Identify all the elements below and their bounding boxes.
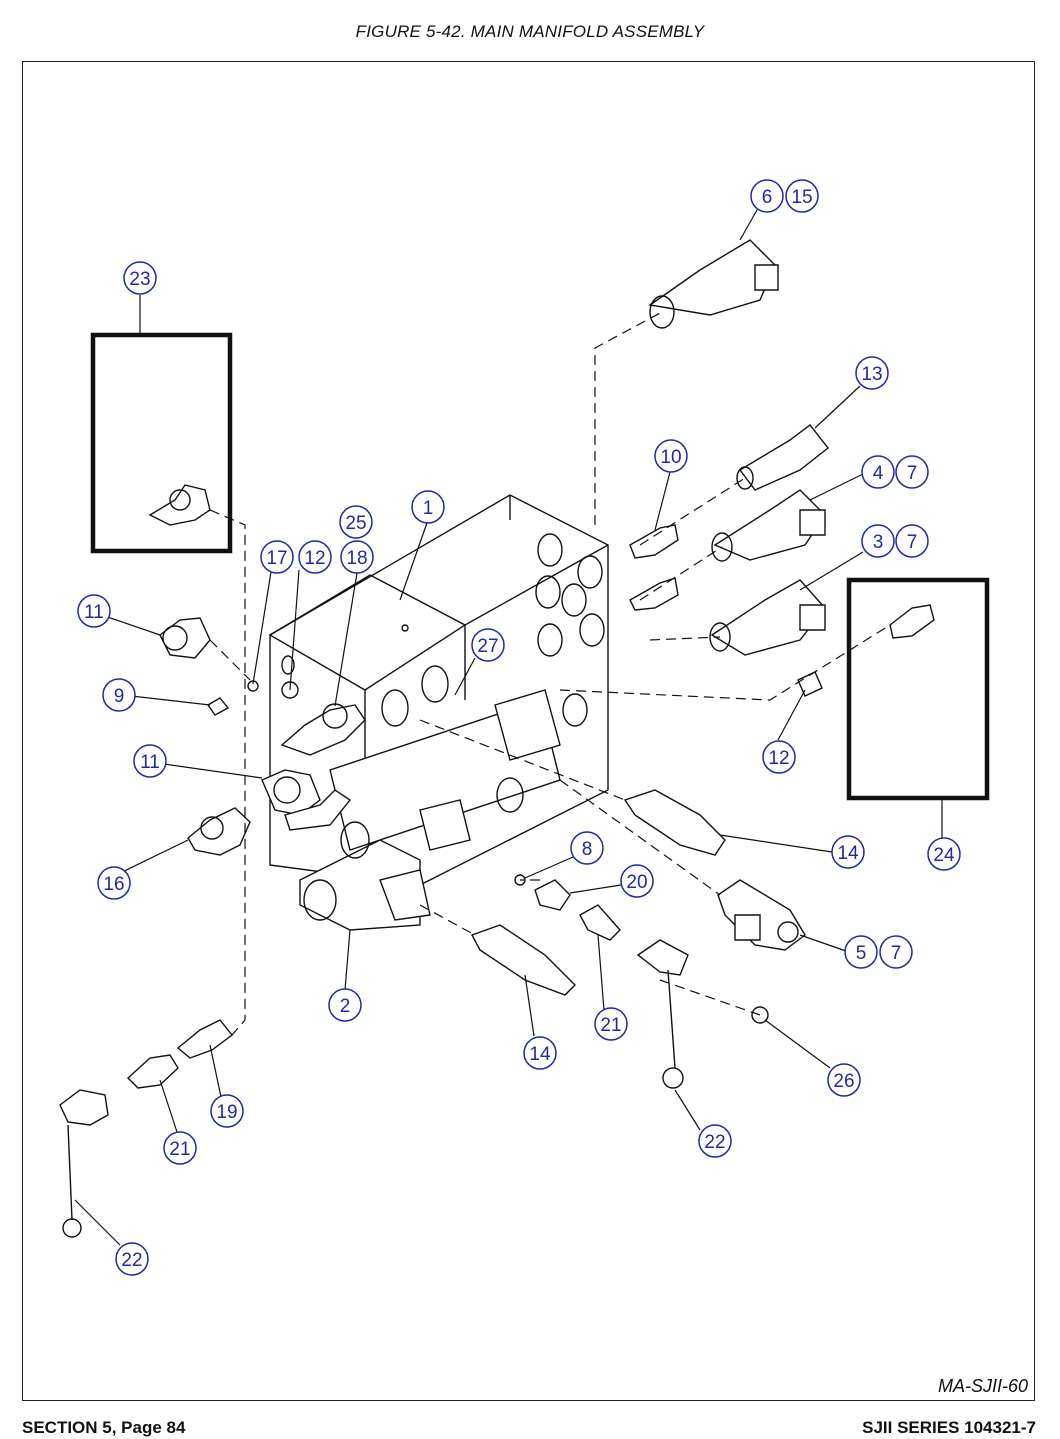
transducer-14-right bbox=[623, 789, 726, 856]
fitting-in-box-24 bbox=[889, 604, 935, 639]
footer-series: SJII SERIES 104321-7 bbox=[862, 1418, 1036, 1437]
svg-text:7: 7 bbox=[891, 943, 902, 964]
svg-text:12: 12 bbox=[768, 748, 789, 769]
test-port-21-right bbox=[579, 904, 621, 941]
solenoid-valve-3 bbox=[709, 579, 826, 656]
tee-fitting-in-box-23 bbox=[148, 484, 211, 526]
fitting-20 bbox=[534, 879, 571, 911]
dust-cap-22-right bbox=[636, 939, 689, 1089]
tee-fitting-16 bbox=[187, 807, 251, 856]
svg-text:23: 23 bbox=[129, 269, 150, 290]
tee-fitting-11-lower bbox=[261, 769, 352, 831]
svg-text:13: 13 bbox=[861, 364, 882, 385]
callout-20: 20 bbox=[620, 864, 654, 898]
svg-text:11: 11 bbox=[140, 752, 160, 773]
callout-23: 23 bbox=[123, 261, 157, 295]
svg-text:15: 15 bbox=[791, 187, 812, 208]
callout-12-top: 12 bbox=[298, 540, 332, 574]
solenoid-valve-5 bbox=[717, 879, 806, 951]
svg-text:7: 7 bbox=[907, 463, 918, 484]
callout-14-lower: 14 bbox=[523, 1036, 557, 1070]
svg-text:22: 22 bbox=[704, 1132, 725, 1153]
tee-fitting-11-upper bbox=[159, 617, 211, 659]
callout-6: 6 bbox=[750, 179, 784, 213]
callout-21-right: 21 bbox=[594, 1007, 628, 1041]
plug-12-right bbox=[797, 671, 823, 697]
svg-text:18: 18 bbox=[346, 548, 367, 569]
svg-text:3: 3 bbox=[873, 532, 884, 553]
svg-text:10: 10 bbox=[660, 447, 681, 468]
svg-text:6: 6 bbox=[762, 187, 773, 208]
transducer-14-lower bbox=[471, 924, 576, 996]
callout-14-right: 14 bbox=[831, 835, 865, 869]
svg-text:8: 8 bbox=[582, 839, 593, 860]
callout-16: 16 bbox=[97, 866, 131, 900]
callout-25: 25 bbox=[339, 505, 373, 539]
drawing-frame bbox=[22, 61, 1035, 1401]
callout-21-left: 21 bbox=[163, 1131, 197, 1165]
dust-cap-22-left bbox=[59, 1089, 109, 1238]
callout-13: 13 bbox=[855, 356, 889, 390]
svg-text:21: 21 bbox=[600, 1015, 621, 1036]
svg-text:9: 9 bbox=[114, 686, 125, 707]
svg-text:27: 27 bbox=[477, 636, 498, 657]
svg-text:5: 5 bbox=[856, 943, 867, 964]
svg-text:1: 1 bbox=[423, 498, 434, 519]
svg-text:17: 17 bbox=[266, 548, 287, 569]
callout-19: 19 bbox=[210, 1094, 244, 1128]
svg-text:2: 2 bbox=[340, 996, 351, 1017]
callout-7-a: 7 bbox=[895, 524, 929, 558]
detail-box-23 bbox=[90, 332, 233, 554]
svg-text:25: 25 bbox=[345, 513, 366, 534]
svg-text:21: 21 bbox=[169, 1139, 190, 1160]
callout-7-b: 7 bbox=[895, 455, 929, 489]
test-port-21-left bbox=[126, 1054, 179, 1089]
solenoid-valve-6 bbox=[648, 239, 779, 329]
callout-22-left: 22 bbox=[115, 1242, 149, 1276]
svg-text:11: 11 bbox=[84, 602, 104, 623]
callout-15: 15 bbox=[785, 179, 819, 213]
fitting-10 bbox=[629, 524, 679, 611]
drawing-number: MA-SJII-60 bbox=[937, 1376, 1028, 1396]
svg-text:26: 26 bbox=[833, 1071, 854, 1092]
fitting-19 bbox=[176, 1019, 233, 1059]
callout-11-lower: 11 bbox=[133, 744, 167, 778]
solenoid-valve-4 bbox=[711, 489, 826, 562]
callout-1: 1 bbox=[411, 490, 445, 524]
svg-text:4: 4 bbox=[873, 463, 884, 484]
plug-9 bbox=[206, 697, 230, 716]
callout-17: 17 bbox=[260, 540, 294, 574]
figure-title: FIGURE 5-42. MAIN MANIFOLD ASSEMBLY bbox=[355, 22, 705, 41]
callout-27: 27 bbox=[471, 628, 505, 662]
svg-text:20: 20 bbox=[626, 872, 647, 893]
footer-section-page: SECTION 5, Page 84 bbox=[22, 1418, 186, 1437]
svg-text:16: 16 bbox=[103, 874, 124, 895]
detail-box-24 bbox=[846, 577, 990, 801]
cartridge-13 bbox=[736, 424, 829, 491]
svg-text:22: 22 bbox=[121, 1250, 142, 1271]
svg-text:12: 12 bbox=[304, 548, 325, 569]
callout-7-c: 7 bbox=[879, 935, 913, 969]
callout-18: 18 bbox=[340, 540, 374, 574]
callout-9: 9 bbox=[102, 678, 136, 712]
lower-manifold bbox=[299, 689, 561, 931]
callout-11-upper: 11 bbox=[77, 594, 111, 628]
svg-text:14: 14 bbox=[529, 1044, 551, 1065]
svg-text:19: 19 bbox=[216, 1102, 237, 1123]
callout-3: 3 bbox=[861, 524, 895, 558]
callout-22-right: 22 bbox=[698, 1124, 732, 1158]
callout-8: 8 bbox=[570, 831, 604, 865]
svg-text:24: 24 bbox=[933, 845, 955, 866]
callout-26: 26 bbox=[827, 1063, 861, 1097]
callout-2: 2 bbox=[328, 988, 362, 1022]
svg-text:7: 7 bbox=[907, 532, 918, 553]
callout-10: 10 bbox=[654, 439, 688, 473]
callout-12-right: 12 bbox=[762, 740, 796, 774]
callout-24: 24 bbox=[927, 837, 961, 871]
callout-4: 4 bbox=[861, 455, 895, 489]
callout-5: 5 bbox=[844, 935, 878, 969]
svg-text:14: 14 bbox=[837, 843, 859, 864]
